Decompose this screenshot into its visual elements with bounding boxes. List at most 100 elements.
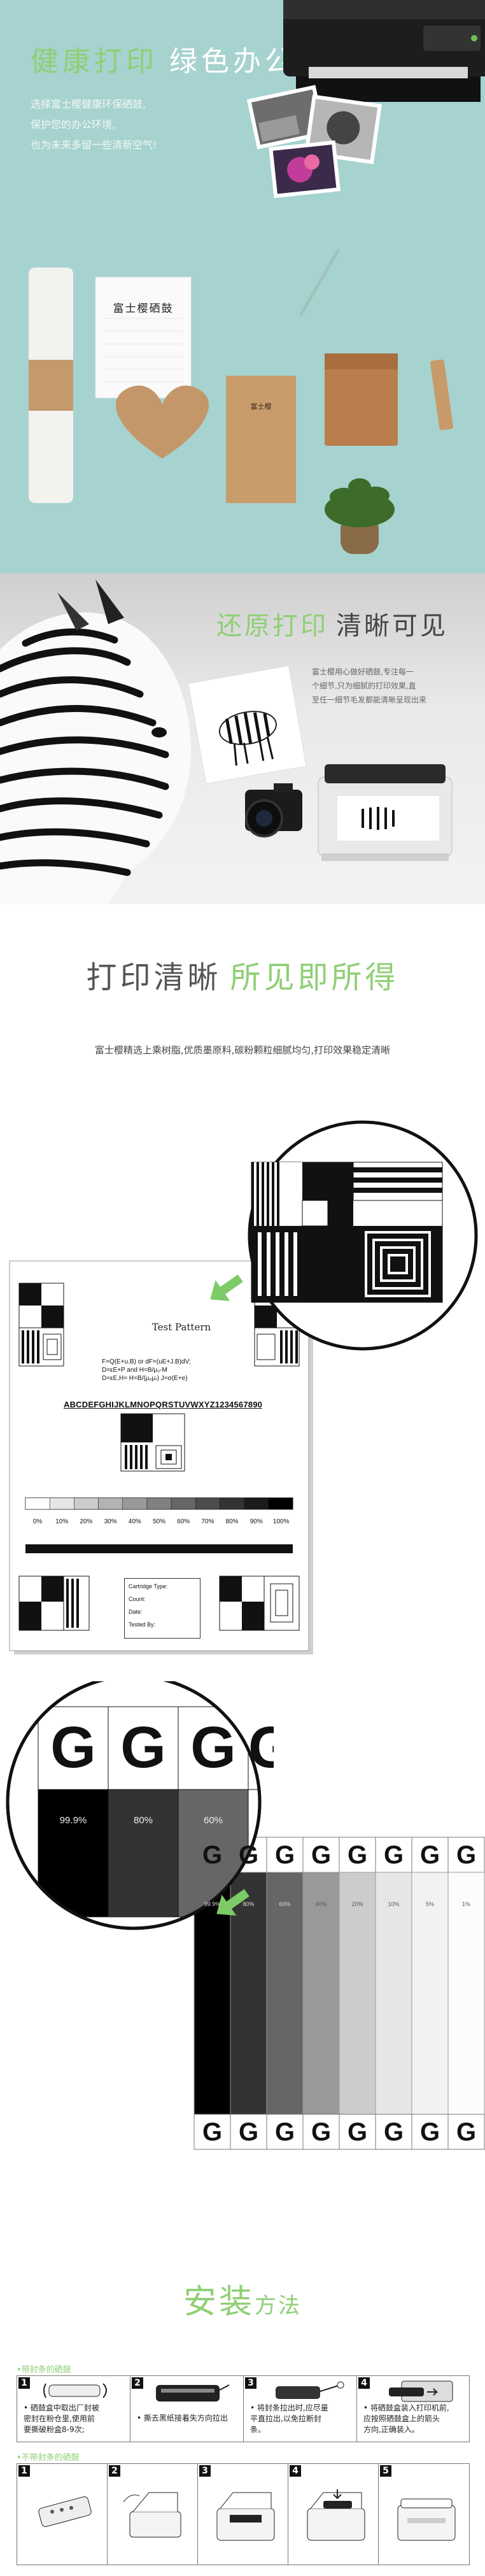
percent-label: 70% bbox=[201, 1518, 214, 1525]
step-text-line: 要撕破粉盒8-9次; bbox=[24, 2425, 85, 2434]
zoom-g-letter: G bbox=[120, 1715, 166, 1780]
cartridge-seal-icon bbox=[156, 2384, 230, 2402]
test-pattern-title: Test Pattern bbox=[151, 1321, 211, 1333]
card-brand: 富士樱 bbox=[250, 402, 272, 411]
test-page-image bbox=[9, 1120, 478, 1654]
g-letter-bottom: G bbox=[419, 2118, 440, 2146]
install-row1-label: •带封条的硒鼓 bbox=[17, 2365, 71, 2375]
insert-cartridge-icon bbox=[389, 2380, 453, 2402]
desk-props-image bbox=[29, 248, 454, 554]
g-letter-bottom: G bbox=[456, 2118, 477, 2146]
step-text-line: 应按照硒鼓盒上的箭头 bbox=[363, 2414, 440, 2423]
install-row1: 1 • 硒鼓盒中取出厂封被 密封在粉仓里,使用前 要撕破粉盒8-9次; 2 • … bbox=[17, 2375, 470, 2442]
g-bar-head bbox=[411, 1837, 449, 1873]
zebra-description: 富士樱用心做好硒鼓,专注每一 个细节,只为细腻的打印效果,直 至任一细节毛发都能… bbox=[312, 665, 458, 707]
percent-label: 80% bbox=[225, 1518, 239, 1525]
g-bar-foot bbox=[447, 2114, 485, 2150]
g-bar bbox=[339, 1872, 376, 2115]
g-bar-foot bbox=[266, 2114, 304, 2150]
close-cover-icon bbox=[397, 2498, 456, 2541]
install-step: 4 • 将硒鼓盒装入打印机前, 应按照硒鼓盒上的箭头 方向,正确装入。 bbox=[357, 2376, 470, 2442]
step-text-line: • 将封条拉出时,应尽量 bbox=[250, 2403, 328, 2412]
open-cover-icon bbox=[123, 2492, 181, 2538]
step-number: 4 bbox=[358, 2377, 370, 2389]
zebra-title-green: 还原打印 bbox=[216, 611, 328, 641]
step-text-line: • 硒鼓盒中取出厂封被 bbox=[24, 2403, 99, 2412]
percent-label: 60% bbox=[177, 1518, 190, 1525]
g-letter-top: G bbox=[311, 1841, 332, 1869]
zebra-line: 个细节,只为细腻的打印效果,直 bbox=[312, 681, 416, 690]
zebra-title-dark: 清晰可见 bbox=[336, 611, 448, 641]
cartridge-field: Date: bbox=[129, 1609, 143, 1615]
g-letter-bottom: G bbox=[274, 2118, 295, 2146]
formula-line: D=εE+P and H=B/μ₀-M bbox=[102, 1367, 167, 1374]
printer-image bbox=[283, 0, 485, 102]
g-letter-bottom: G bbox=[311, 2118, 332, 2146]
formula-line: D=εE,H= H=B/(μ₀μᵣ) J=σ(E+e) bbox=[102, 1375, 188, 1382]
zebra-printer-image bbox=[0, 580, 453, 904]
g-bar-percent: 99.9% bbox=[204, 1901, 221, 1907]
g-bar bbox=[302, 1872, 340, 2115]
step-number: 4 bbox=[290, 2465, 301, 2477]
percent-label: 40% bbox=[128, 1518, 141, 1525]
cartridge-field: Tested By: bbox=[129, 1621, 156, 1628]
printed-photos bbox=[246, 85, 382, 198]
zoom-bar bbox=[108, 1789, 179, 1918]
hero-title: 健康打印绿色办公 bbox=[31, 38, 297, 79]
gray-step bbox=[49, 1497, 74, 1510]
zoom-g-letter-partial: G bbox=[248, 1715, 274, 1780]
g-bar bbox=[411, 1872, 449, 2115]
step-text-line: 密封在粉仓里,使用前 bbox=[24, 2414, 95, 2423]
test-formulas: F=Q(E+u.B) or dF=(uE+J.B)dV; D=εE+P and … bbox=[102, 1358, 191, 1383]
hero-line: 保护您的办公环境, bbox=[31, 118, 116, 131]
gray-step bbox=[146, 1497, 172, 1510]
g-letter-top: G bbox=[347, 1841, 368, 1869]
install-title-small: 方法 bbox=[255, 2293, 302, 2319]
g-letter-top: G bbox=[274, 1841, 295, 1869]
gray-step bbox=[268, 1497, 293, 1510]
printer-open-icon bbox=[216, 2492, 275, 2541]
hero-description: 选择富士樱健康环保硒鼓, 保护您的办公环境, 也为未来多留一些清新空气! bbox=[31, 94, 157, 155]
zoom-bar bbox=[38, 1789, 109, 1918]
hero-line: 也为未来多留一些清新空气! bbox=[31, 139, 157, 151]
hero-section: 健康打印绿色办公 选择富士樱健康环保硒鼓, 保护您的办公环境, 也为未来多留一些… bbox=[0, 0, 485, 573]
insert-into-printer-icon bbox=[307, 2489, 365, 2541]
step-text: • 撕去黑纸接着失方向拉出 bbox=[137, 2413, 228, 2424]
notepad-brand: 富士樱硒鼓 bbox=[113, 302, 174, 315]
g-letter-bottom: G bbox=[347, 2118, 368, 2146]
clarity-subtitle: 富士樱精选上乘树脂,优质墨原料,碳粉颗粒细腻均匀,打印效果稳定清晰 bbox=[94, 1044, 391, 1056]
cartridge-shake-icon bbox=[43, 2383, 107, 2398]
install-step: 3 • 将封条拉出时,应尽量 平直拉出,以免拉断封 条。 bbox=[244, 2376, 357, 2442]
g-bar-foot bbox=[375, 2114, 412, 2150]
percent-label: 50% bbox=[152, 1518, 165, 1525]
zoom-head bbox=[38, 1706, 109, 1790]
zebra-line: 富士樱用心做好硒鼓,专注每一 bbox=[312, 667, 414, 676]
g-bar-foot bbox=[302, 2114, 340, 2150]
test-alphabet: ABCDEFGHIJKLMNOPQRSTUVWXYZ1234567890 bbox=[64, 1400, 263, 1409]
zebra-title: 还原打印清晰可见 bbox=[216, 605, 448, 642]
g-letter-top: G bbox=[383, 1841, 404, 1869]
clarity-title-green: 所见即所得 bbox=[230, 960, 399, 995]
zoom-percent: 80% bbox=[133, 1815, 153, 1826]
g-bar bbox=[266, 1872, 304, 2115]
g-bar-percent: 5% bbox=[425, 1901, 434, 1907]
g-bar-foot bbox=[230, 2114, 267, 2150]
step-number: 3 bbox=[199, 2465, 211, 2477]
g-bar bbox=[230, 1872, 267, 2115]
step-number: 1 bbox=[18, 2465, 30, 2477]
gray-step bbox=[220, 1497, 244, 1510]
gray-scale-strip bbox=[25, 1497, 293, 1510]
g-letter-top: G bbox=[456, 1841, 477, 1869]
install-step: 3 bbox=[198, 2464, 288, 2565]
install-step: 2 • 撕去黑纸接着失方向拉出 bbox=[130, 2376, 244, 2442]
g-bar-head bbox=[266, 1837, 304, 1873]
hero-title-green: 健康打印 bbox=[31, 45, 158, 78]
shake-cartridge-icon bbox=[38, 2496, 92, 2527]
install-step: 1 bbox=[17, 2464, 108, 2565]
cartridge-field: Count: bbox=[129, 1596, 146, 1602]
step-number: 2 bbox=[109, 2465, 120, 2477]
g-letter-bottom: G bbox=[383, 2118, 404, 2146]
g-bar-percent: 80% bbox=[243, 1901, 255, 1907]
g-bar-percent: 20% bbox=[351, 1901, 363, 1907]
